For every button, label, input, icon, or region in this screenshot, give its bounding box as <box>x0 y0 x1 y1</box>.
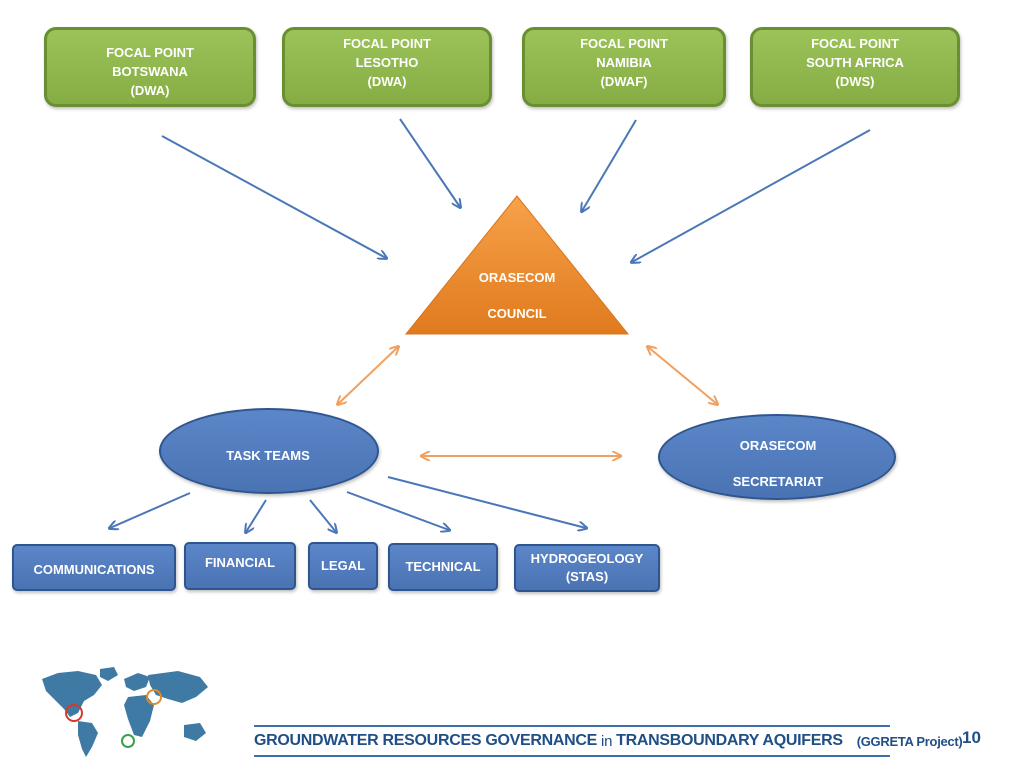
secretariat-label-2: SECRETARIAT <box>732 474 824 489</box>
council-label-2: COUNCIL <box>487 306 547 321</box>
focal-point-south-africa: FOCAL POINT SOUTH AFRICA (DWS) <box>750 27 960 107</box>
focal-line: FOCAL POINT <box>811 35 899 51</box>
arrow-botswana-to-council <box>161 135 386 258</box>
arrow-council-tasks <box>338 347 398 404</box>
arrow-to-communications <box>110 492 191 528</box>
world-map-logo <box>42 667 208 757</box>
focal-line: FOCAL POINT <box>343 35 431 51</box>
team-technical: TECHNICAL <box>388 543 498 591</box>
secretariat-node: ORASECOM SECRETARIAT <box>658 414 896 500</box>
focal-line: (DWA) <box>130 82 170 98</box>
arrow-council-secretariat <box>648 347 717 404</box>
arrow-lesotho-to-council <box>399 118 460 207</box>
focal-line: NAMIBIA <box>596 54 652 70</box>
task-teams-label: TASK TEAMS <box>226 448 310 463</box>
footer-banner: GROUNDWATER RESOURCES GOVERNANCE in TRAN… <box>254 725 963 757</box>
team-label: FINANCIAL <box>204 555 276 570</box>
focal-line: FOCAL POINT <box>580 35 668 51</box>
arrow-to-technical <box>346 491 449 530</box>
focal-line: FOCAL POINT <box>106 44 194 60</box>
focal-line: (DWS) <box>835 73 875 89</box>
focal-line: LESOTHO <box>355 54 419 70</box>
focal-point-namibia: FOCAL POINT NAMIBIA (DWAF) <box>522 27 726 107</box>
footer-part4: (GGRETA Project) <box>856 733 963 749</box>
arrow-southafrica-to-council <box>632 129 871 262</box>
footer-part3: TRANSBOUNDARY AQUIFERS <box>616 732 843 749</box>
team-label: (STAS) <box>565 569 609 584</box>
task-teams-node: TASK TEAMS <box>159 408 379 494</box>
footer-part2: in <box>601 732 613 750</box>
team-label: TECHNICAL <box>405 559 481 574</box>
team-label: COMMUNICATIONS <box>33 561 155 577</box>
focal-point-lesotho: FOCAL POINT LESOTHO (DWA) <box>282 27 492 107</box>
focal-line: (DWA) <box>367 73 407 89</box>
page-number: 10 <box>962 728 981 747</box>
footer-part1: GROUNDWATER RESOURCES GOVERNANCE <box>254 732 598 749</box>
team-label: LEGAL <box>320 558 366 573</box>
arrow-to-hydrogeology <box>387 476 586 528</box>
focal-point-botswana: FOCAL POINT BOTSWANA (DWA) <box>44 27 256 107</box>
team-legal: LEGAL <box>308 542 378 590</box>
secretariat-label-1: ORASECOM <box>739 438 817 453</box>
arrow-namibia-to-council <box>582 119 637 211</box>
focal-line: SOUTH AFRICA <box>806 54 904 70</box>
council-label-1: ORASECOM <box>478 270 556 285</box>
focal-line: BOTSWANA <box>112 63 188 79</box>
arrow-to-legal <box>309 499 336 532</box>
council-triangle <box>404 195 630 335</box>
team-financial: FINANCIAL <box>184 542 296 590</box>
arrow-to-financial <box>246 499 267 532</box>
focal-line: (DWAF) <box>600 73 648 89</box>
team-label: HYDROGEOLOGY <box>530 551 644 566</box>
team-communications: COMMUNICATIONS <box>12 544 176 591</box>
team-hydrogeology: HYDROGEOLOGY (STAS) <box>514 544 660 592</box>
